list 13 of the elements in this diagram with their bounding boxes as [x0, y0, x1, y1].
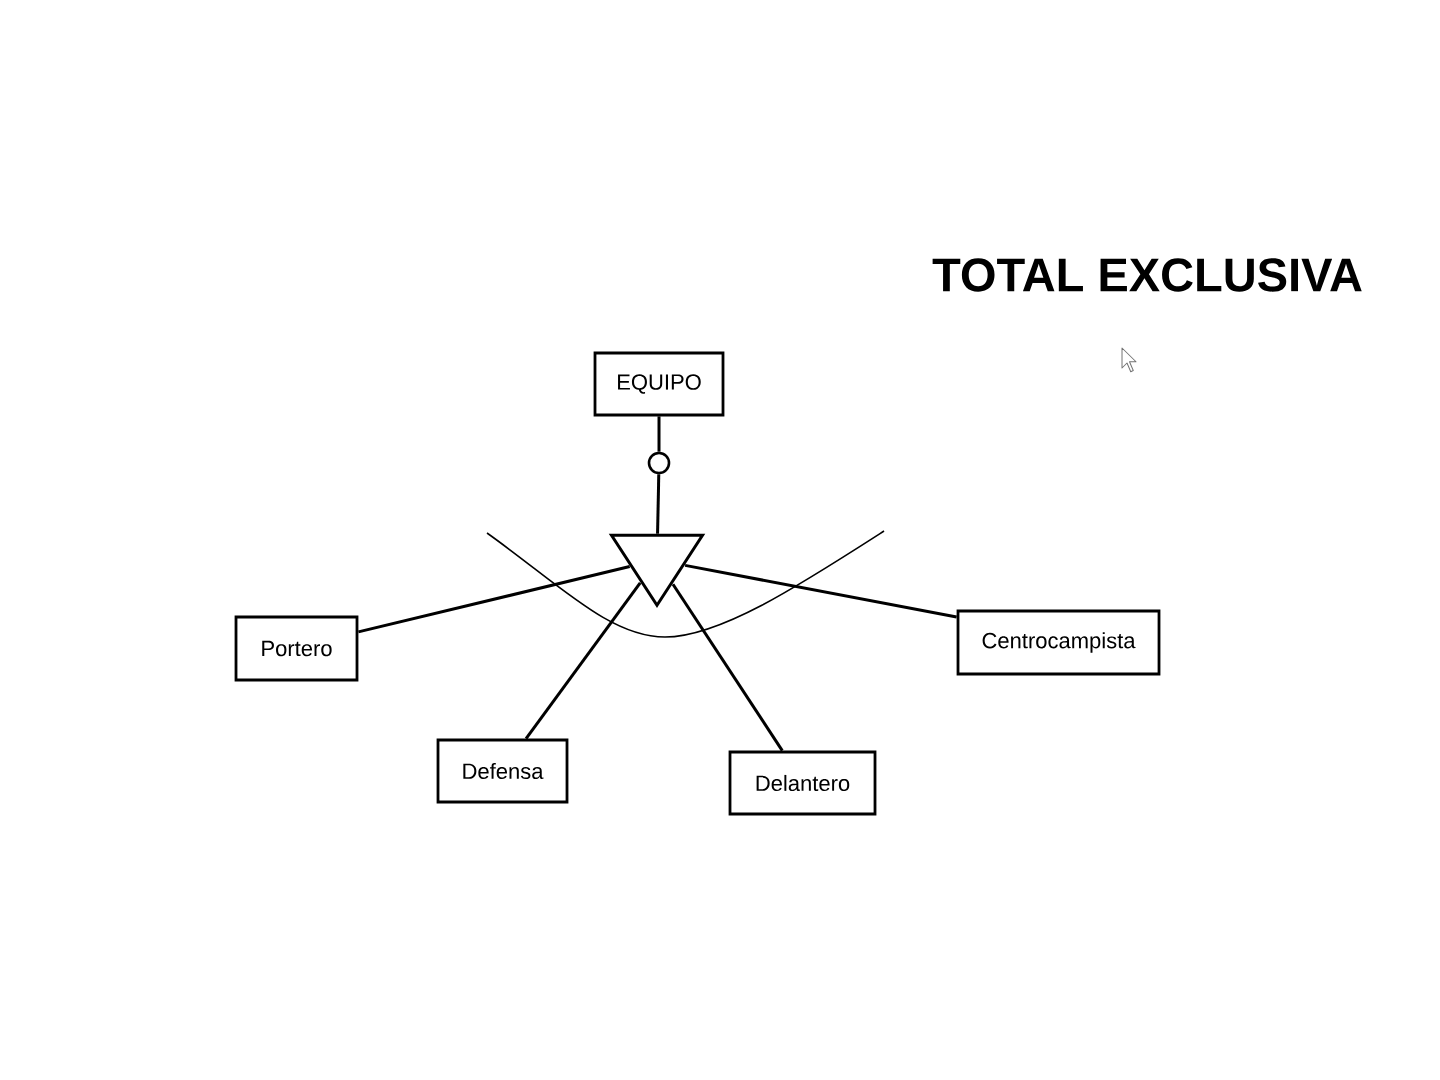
small-circle [647, 451, 671, 475]
connector-line [656, 474, 661, 534]
entity-box: Centrocampista [956, 609, 1161, 676]
entity-box: Delantero [728, 750, 877, 816]
connector-line [524, 582, 642, 740]
entity-box: EQUIPO [593, 351, 725, 417]
entity-box: Defensa [436, 738, 569, 804]
entity-box: Portero [234, 615, 359, 682]
connector-line [684, 563, 957, 619]
title: TOTAL EXCLUSIVA [932, 258, 1362, 292]
connector-line [657, 416, 661, 452]
connector-line [671, 583, 784, 752]
connector-line [358, 565, 631, 634]
